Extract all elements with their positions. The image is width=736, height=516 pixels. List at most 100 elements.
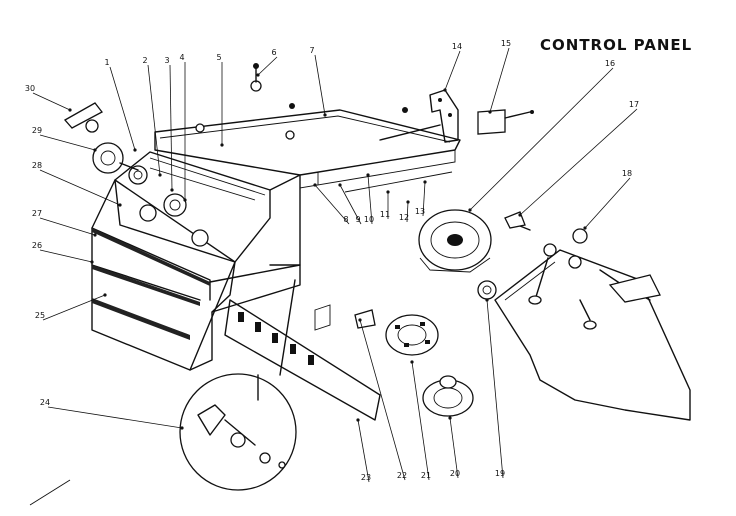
console-housing	[91, 109, 461, 371]
part-number-5: 5	[216, 53, 221, 62]
leader-line-22	[359, 319, 406, 481]
leader-line-23	[357, 419, 370, 483]
part-number-12: 12	[399, 213, 409, 222]
leader-line-7	[314, 54, 326, 116]
leader-line-13	[422, 181, 426, 217]
part-number-23: 23	[361, 473, 371, 482]
leader-arrow-5	[220, 143, 224, 147]
cap-30	[63, 102, 103, 133]
part-number-10: 10	[364, 215, 374, 224]
part-number-9: 9	[355, 215, 360, 224]
leader-arrow-20	[448, 416, 452, 420]
leader-line-30	[32, 92, 71, 111]
leader-line-12	[406, 201, 409, 223]
leader-line-10	[367, 174, 373, 225]
part-number-11: 11	[380, 210, 390, 219]
leader-arrow-19	[485, 298, 489, 302]
leader-line-20	[449, 417, 459, 479]
part-number-16: 16	[605, 59, 615, 68]
part-number-26: 26	[32, 241, 42, 250]
leader-line-28	[39, 169, 121, 206]
leader-line-8	[314, 184, 350, 225]
leader-line-25	[42, 294, 106, 321]
leader-line-27	[39, 217, 96, 236]
leader-line-18	[584, 177, 631, 229]
leader-arrow-28	[118, 203, 122, 207]
leader-arrow-26	[90, 260, 94, 264]
switch-assembly	[494, 211, 691, 421]
part-number-21: 21	[421, 471, 431, 480]
part-number-13: 13	[415, 207, 425, 216]
leader-arrow-22	[358, 318, 362, 322]
leader-arrow-13	[423, 180, 427, 184]
leader-arrow-25	[103, 293, 107, 297]
leader-line-29	[39, 134, 96, 151]
leader-line-6	[257, 56, 278, 76]
leader-arrow-9	[338, 183, 342, 187]
detail-24	[29, 279, 297, 506]
leader-line-21	[411, 361, 430, 481]
part-number-1: 1	[104, 58, 109, 67]
plate-15	[477, 109, 534, 135]
part-number-17: 17	[629, 100, 639, 109]
part-number-30: 30	[25, 84, 35, 93]
leader-line-24	[47, 406, 183, 429]
part-number-28: 28	[32, 161, 42, 170]
part-number-25: 25	[35, 311, 45, 320]
lamp-22	[354, 309, 376, 329]
leader-arrow-1	[133, 148, 137, 152]
leader-arrow-17	[518, 213, 522, 217]
part-number-19: 19	[495, 469, 505, 478]
leader-arrow-7	[323, 113, 327, 117]
knob-29	[92, 142, 139, 174]
leader-line-2	[147, 64, 161, 176]
leader-arrow-18	[583, 226, 587, 230]
knob-19	[477, 280, 497, 300]
leader-arrow-6	[256, 73, 260, 77]
part-number-8: 8	[343, 215, 348, 224]
leader-arrow-27	[93, 233, 97, 237]
part-number-2: 2	[142, 56, 147, 65]
leader-line-15	[489, 47, 510, 113]
bezel-strip-23	[224, 299, 381, 421]
leader-line-16	[469, 67, 614, 211]
diagram-title: CONTROL PANEL	[540, 36, 692, 54]
leader-line-14	[444, 50, 461, 91]
leader-arrow-2	[158, 173, 162, 177]
knob-20	[422, 375, 474, 417]
part-number-3: 3	[164, 56, 169, 65]
part-number-29: 29	[32, 126, 42, 135]
leader-line-17	[519, 108, 638, 216]
part-number-24: 24	[40, 398, 50, 407]
top-screws	[195, 63, 408, 140]
part-number-6: 6	[271, 48, 276, 57]
part-number-4: 4	[179, 53, 184, 62]
leader-arrow-11	[386, 190, 390, 194]
part-number-14: 14	[452, 42, 462, 51]
part-number-27: 27	[32, 209, 42, 218]
part-number-20: 20	[450, 469, 460, 478]
leader-line-3	[169, 64, 173, 191]
leader-arrow-23	[356, 418, 360, 422]
knob-set	[128, 165, 209, 247]
terminal-block-21	[385, 314, 439, 356]
leader-arrow-16	[468, 208, 472, 212]
leader-arrow-14	[443, 88, 447, 92]
part-number-15: 15	[501, 39, 511, 48]
part-number-22: 22	[397, 471, 407, 480]
leader-arrow-15	[488, 110, 492, 114]
leader-arrow-30	[68, 108, 72, 112]
dial-16	[418, 209, 492, 273]
leader-line-26	[39, 249, 93, 263]
leader-arrow-29	[93, 148, 97, 152]
leader-arrow-21	[410, 360, 414, 364]
leader-arrow-12	[406, 200, 410, 204]
leader-arrow-24	[180, 426, 184, 430]
leader-line-9	[339, 184, 362, 225]
leader-arrow-8	[313, 183, 317, 187]
leader-line-1	[109, 66, 136, 151]
leader-arrow-4	[183, 198, 187, 202]
part-number-7: 7	[309, 46, 314, 55]
